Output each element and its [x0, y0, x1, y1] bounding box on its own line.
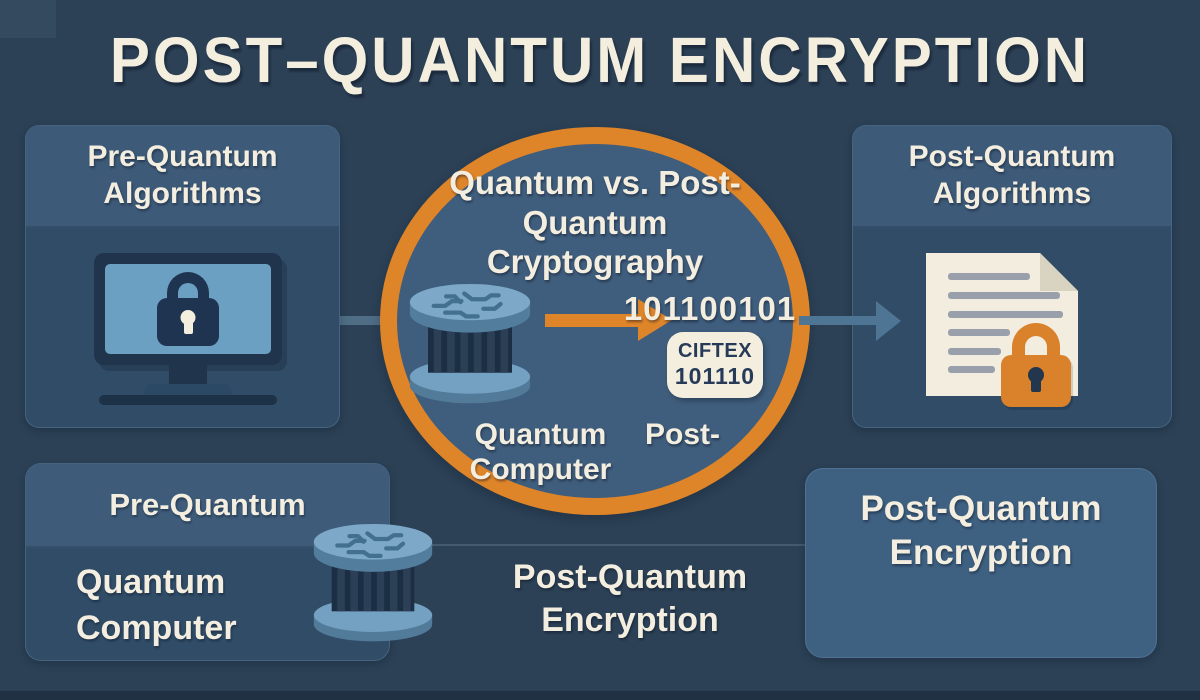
- lock-icon: [157, 272, 219, 348]
- text-line: [948, 348, 1001, 355]
- text-line: [948, 273, 1030, 280]
- binary-string: 101100101: [623, 290, 797, 327]
- arrow-right-icon: [545, 314, 641, 327]
- monitor-shadow: [99, 395, 277, 405]
- document-lock-icon: [926, 253, 1078, 407]
- circle-title: Quantum vs. Post-Quantum Cryptography: [449, 164, 741, 281]
- cipher-label: CIFTEX: [677, 340, 753, 362]
- cipher-output-box: CIFTEX 101110: [667, 332, 763, 398]
- arrow-right-icon: [876, 301, 901, 341]
- quantum-computer-icon: [311, 521, 435, 649]
- post-quantum-encryption-box: Post-Quantum Encryption: [805, 468, 1157, 658]
- corner-highlight: [0, 0, 56, 38]
- monitor-icon: [94, 253, 282, 365]
- lock-shackle: [1012, 323, 1060, 361]
- arrow-right-icon: [638, 299, 672, 341]
- page-fold: [1040, 253, 1078, 291]
- divider-line: [392, 544, 805, 546]
- quantum-computer-label: Quantum Computer: [469, 418, 612, 486]
- pre-quantum-algorithms-header: Pre-Quantum Algorithms: [26, 126, 339, 228]
- post-label: Post-: [645, 418, 720, 451]
- monitor-screen: [105, 264, 271, 354]
- post-quantum-encryption-label: Post-Quantum Encryption: [512, 558, 748, 639]
- cipher-binary: 101110: [674, 363, 756, 389]
- post-quantum-encryption-box-label: Post-Quantum Encryption: [860, 489, 1102, 572]
- keyhole: [1028, 367, 1044, 383]
- post-quantum-algorithms-box: Post-Quantum Algorithms: [852, 125, 1172, 428]
- text-line: [948, 311, 1063, 318]
- quantum-computer-icon: [404, 283, 536, 409]
- quantum-computer-label: Quantum Computer: [76, 563, 237, 647]
- post-quantum-algorithms-header: Post-Quantum Algorithms: [853, 126, 1171, 228]
- arrow-right-icon: [799, 316, 879, 325]
- orange-lock-icon: [1001, 323, 1071, 407]
- pre-quantum-box: Pre-Quantum Quantum Computer: [25, 463, 390, 661]
- lock-shackle: [167, 272, 209, 304]
- text-line: [948, 366, 995, 373]
- page-title: POST–QUANTUM ENCRYPTION: [109, 24, 1091, 97]
- pre-quantum-algorithms-box: Pre-Quantum Algorithms: [25, 125, 340, 428]
- text-line: [948, 329, 1010, 336]
- keyhole: [180, 310, 196, 325]
- bottom-edge: [0, 691, 1200, 700]
- text-line: [948, 292, 1060, 299]
